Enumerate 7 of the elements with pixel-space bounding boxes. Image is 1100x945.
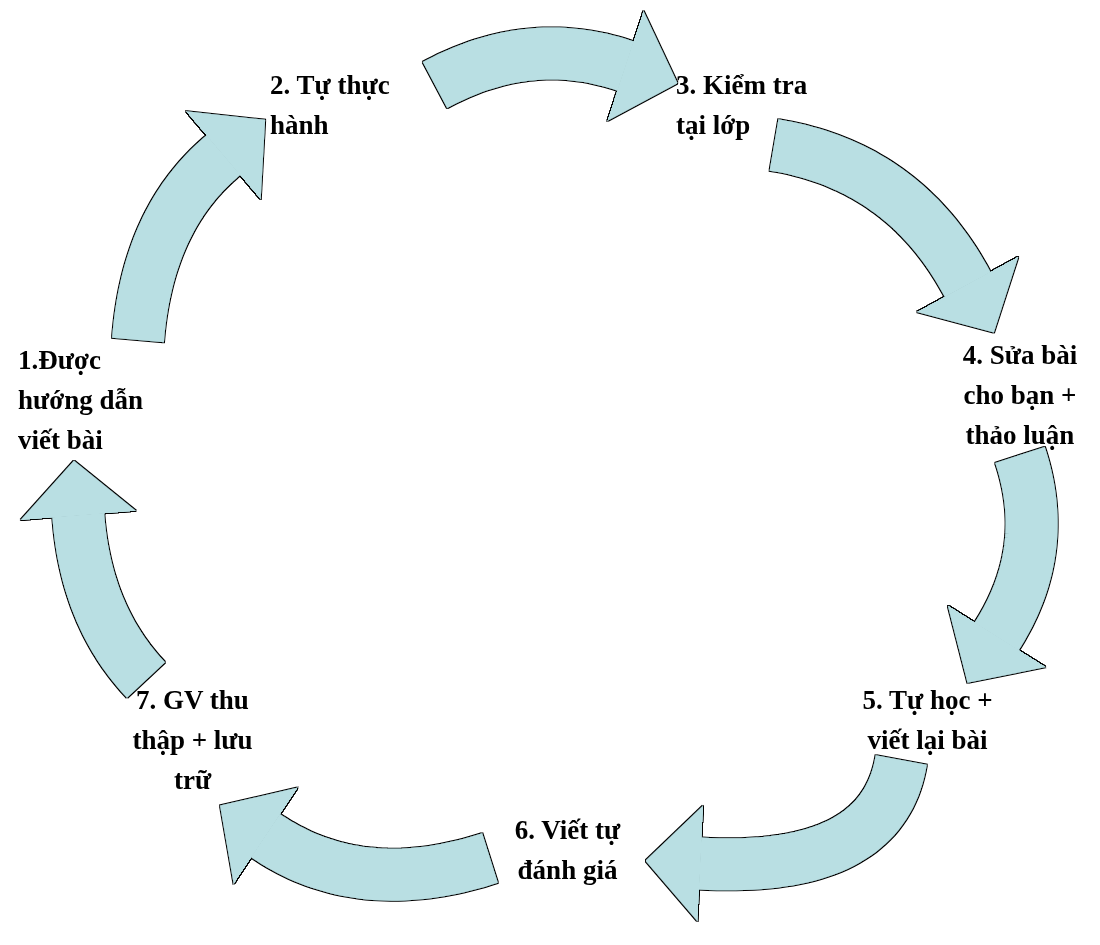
- step-label: 4. Sửa bài cho bạn + thảo luận: [945, 335, 1095, 455]
- step-label: 3. Kiểm tra tại lớp: [676, 65, 816, 145]
- step-label: 5. Tự học + viết lại bài: [840, 680, 1015, 760]
- step-label: 6. Viết tự đánh giá: [490, 810, 645, 890]
- step-label: 1.Được hướng dẫn viết bài: [18, 340, 168, 460]
- step-label: 7. GV thu thập + lưu trữ: [115, 680, 270, 800]
- step-label: 2. Tự thực hành: [270, 65, 435, 145]
